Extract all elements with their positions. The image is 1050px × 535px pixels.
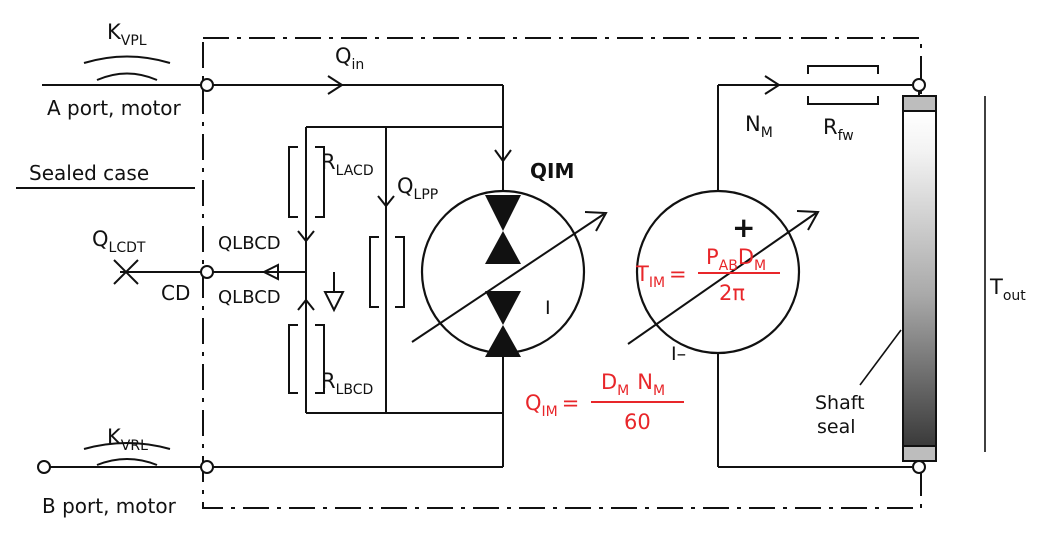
- shaft-seal-label-line2: seal: [817, 416, 856, 438]
- shaft-body: [902, 110, 937, 447]
- shaft-cap-top: [902, 95, 937, 112]
- motor-variable-arrow: [411, 213, 605, 343]
- qlpp-arrow: [377, 195, 395, 208]
- tim-equation-numerator: PABDM: [706, 245, 766, 274]
- rlbcd-bracket-right: [315, 324, 325, 394]
- torque-variable-arrowhead: [796, 210, 820, 231]
- motor-valve-bottom-b: [485, 325, 521, 357]
- qlpp-label: QLPP: [397, 174, 438, 203]
- motor-valve-top-a: [485, 195, 521, 231]
- rfw-bracket-bottom: [807, 96, 879, 105]
- qin-label: Qin: [335, 44, 364, 73]
- tim-equation-lhs: TIM=: [635, 262, 687, 291]
- nm-label: NM: [745, 112, 773, 141]
- sealed-case-label: Sealed case: [29, 161, 149, 185]
- qim-equation-denominator: 60: [624, 410, 651, 434]
- kvrl-label: KVRL: [107, 425, 148, 454]
- pump-i-label: I: [545, 297, 551, 319]
- rlbcd-bracket-left: [288, 324, 298, 394]
- shaft-seal-leader: [859, 329, 902, 386]
- rlacd-bracket-right: [315, 146, 325, 218]
- rlacd-label: RLACD: [321, 150, 374, 179]
- shaft-seal-label: Shaft: [815, 392, 865, 414]
- qim-flow-arrow: [494, 149, 512, 163]
- torque-i-label: I–: [671, 343, 686, 365]
- rfw-bracket-top: [807, 65, 879, 74]
- nm-arrow: [764, 75, 781, 95]
- rlacd-bracket-left: [288, 146, 298, 218]
- cd-label: CD: [161, 281, 190, 305]
- qlbcd-top-label: QLBCD: [218, 233, 281, 254]
- case-drain-terminal: [200, 265, 214, 279]
- qin-arrow: [327, 75, 344, 95]
- torque-variable-arrow: [627, 212, 817, 345]
- rfw-label: Rfw: [823, 115, 854, 144]
- qlbcd-top-arrow: [297, 230, 315, 243]
- kvpl-orifice-bottom: [96, 72, 158, 81]
- rlpp-bracket-right: [395, 236, 405, 308]
- torque-plus: +: [732, 211, 755, 244]
- leak-ground-arrow: [323, 291, 345, 313]
- kvrl-orifice-bottom: [96, 458, 158, 466]
- kvpl-orifice-top: [83, 55, 171, 64]
- qlbcd-bottom-label: QLBCD: [218, 287, 281, 308]
- qlcdt-label: QLCDT: [92, 227, 146, 256]
- kvpl-label: KVPL: [107, 20, 147, 49]
- motor-variable-arrowhead: [584, 211, 608, 232]
- tout-label: Tout: [989, 275, 1026, 304]
- case-drain-arrow: [261, 263, 279, 281]
- shaft-top-terminal: [912, 78, 926, 92]
- qim-equation-lhs: QIM=: [525, 391, 579, 420]
- shaft-bottom-terminal: [912, 460, 926, 474]
- kvrl-orifice-top: [83, 442, 171, 450]
- qim-label: QIM: [530, 159, 574, 183]
- a-port-label: A port, motor: [47, 96, 182, 120]
- b-port-label: B port, motor: [42, 494, 177, 518]
- motor-valve-top-b: [485, 231, 521, 264]
- qlbcd-bottom-arrow: [297, 298, 315, 311]
- tim-equation-denominator: 2π: [719, 281, 745, 305]
- b-port-external-terminal: [37, 460, 51, 474]
- rlbcd-label: RLBCD: [321, 369, 373, 398]
- case-drain-cross-b: [113, 259, 139, 285]
- motor-valve-bottom-a: [485, 291, 521, 325]
- rlpp-bracket-left: [369, 236, 379, 308]
- shaft-cap-bottom: [902, 445, 937, 462]
- b-port-case-terminal: [200, 460, 214, 474]
- a-port-case-terminal: [200, 78, 214, 92]
